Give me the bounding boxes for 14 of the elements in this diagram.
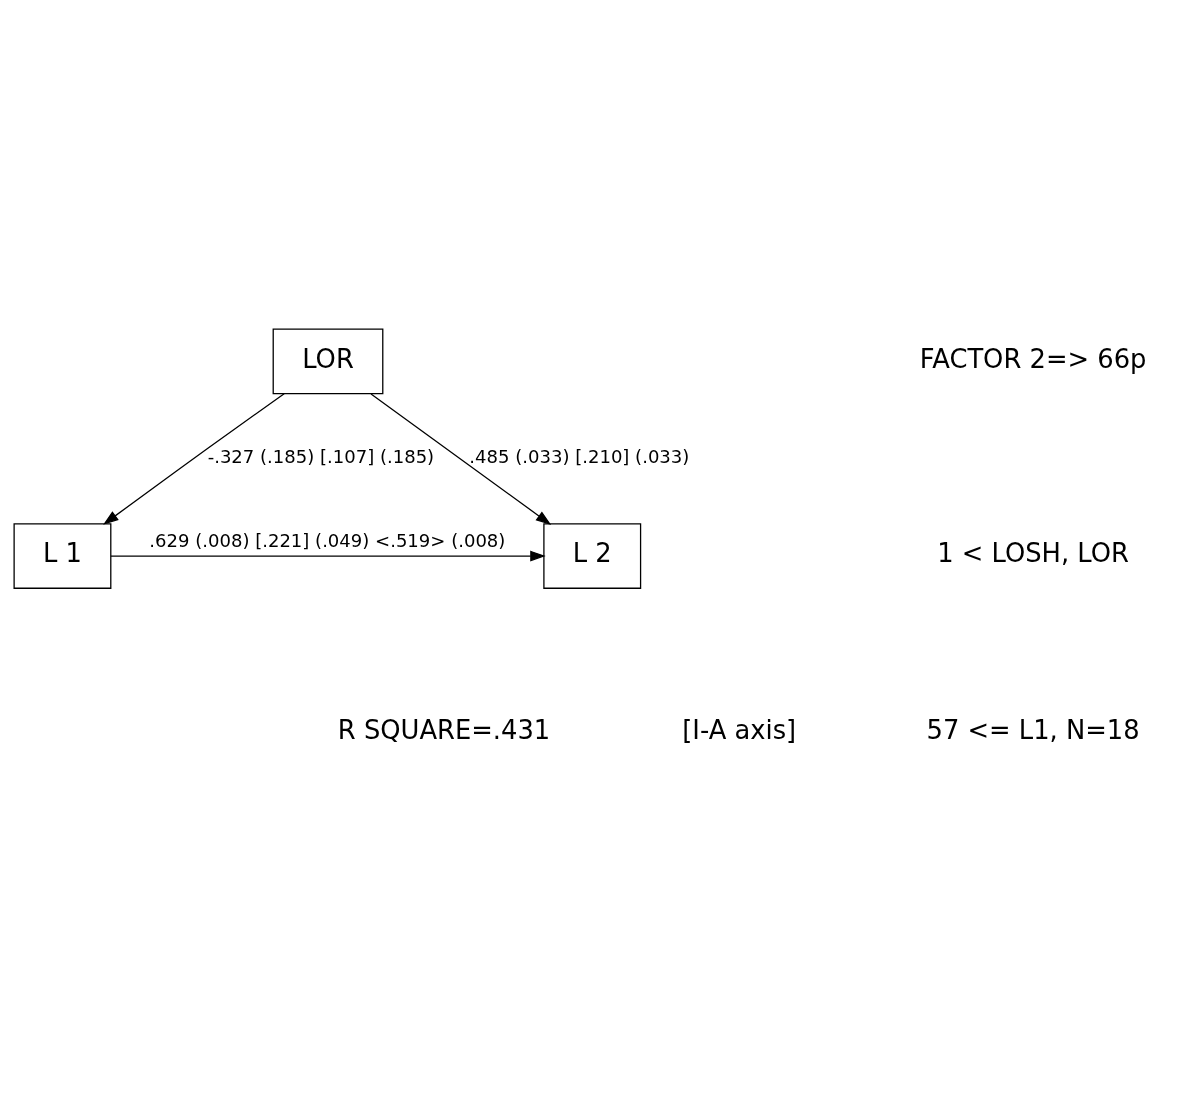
edge-label: .485 (.033) [.210] (.033) [469, 445, 690, 467]
label: FACTOR 2=> 66p [919, 343, 1147, 374]
label: R SQUARE=.431 [337, 714, 551, 745]
arrow [110, 550, 546, 561]
label: 1 < LOSH, LOR [937, 537, 1129, 568]
edge-label: -.327 (.185) [.107] (.185) [207, 445, 435, 467]
edge-label: .629 (.008) [.221] (.049) <.519> (.008) [149, 529, 506, 551]
arrow [103, 392, 285, 525]
node-box: L 1 [13, 522, 112, 589]
label: 57 <= L1, N=18 [926, 714, 1140, 745]
node-box: L 2 [543, 522, 642, 589]
arrow [370, 392, 552, 525]
node-box: LOR [272, 328, 384, 394]
label: [I-A axis] [682, 714, 797, 745]
